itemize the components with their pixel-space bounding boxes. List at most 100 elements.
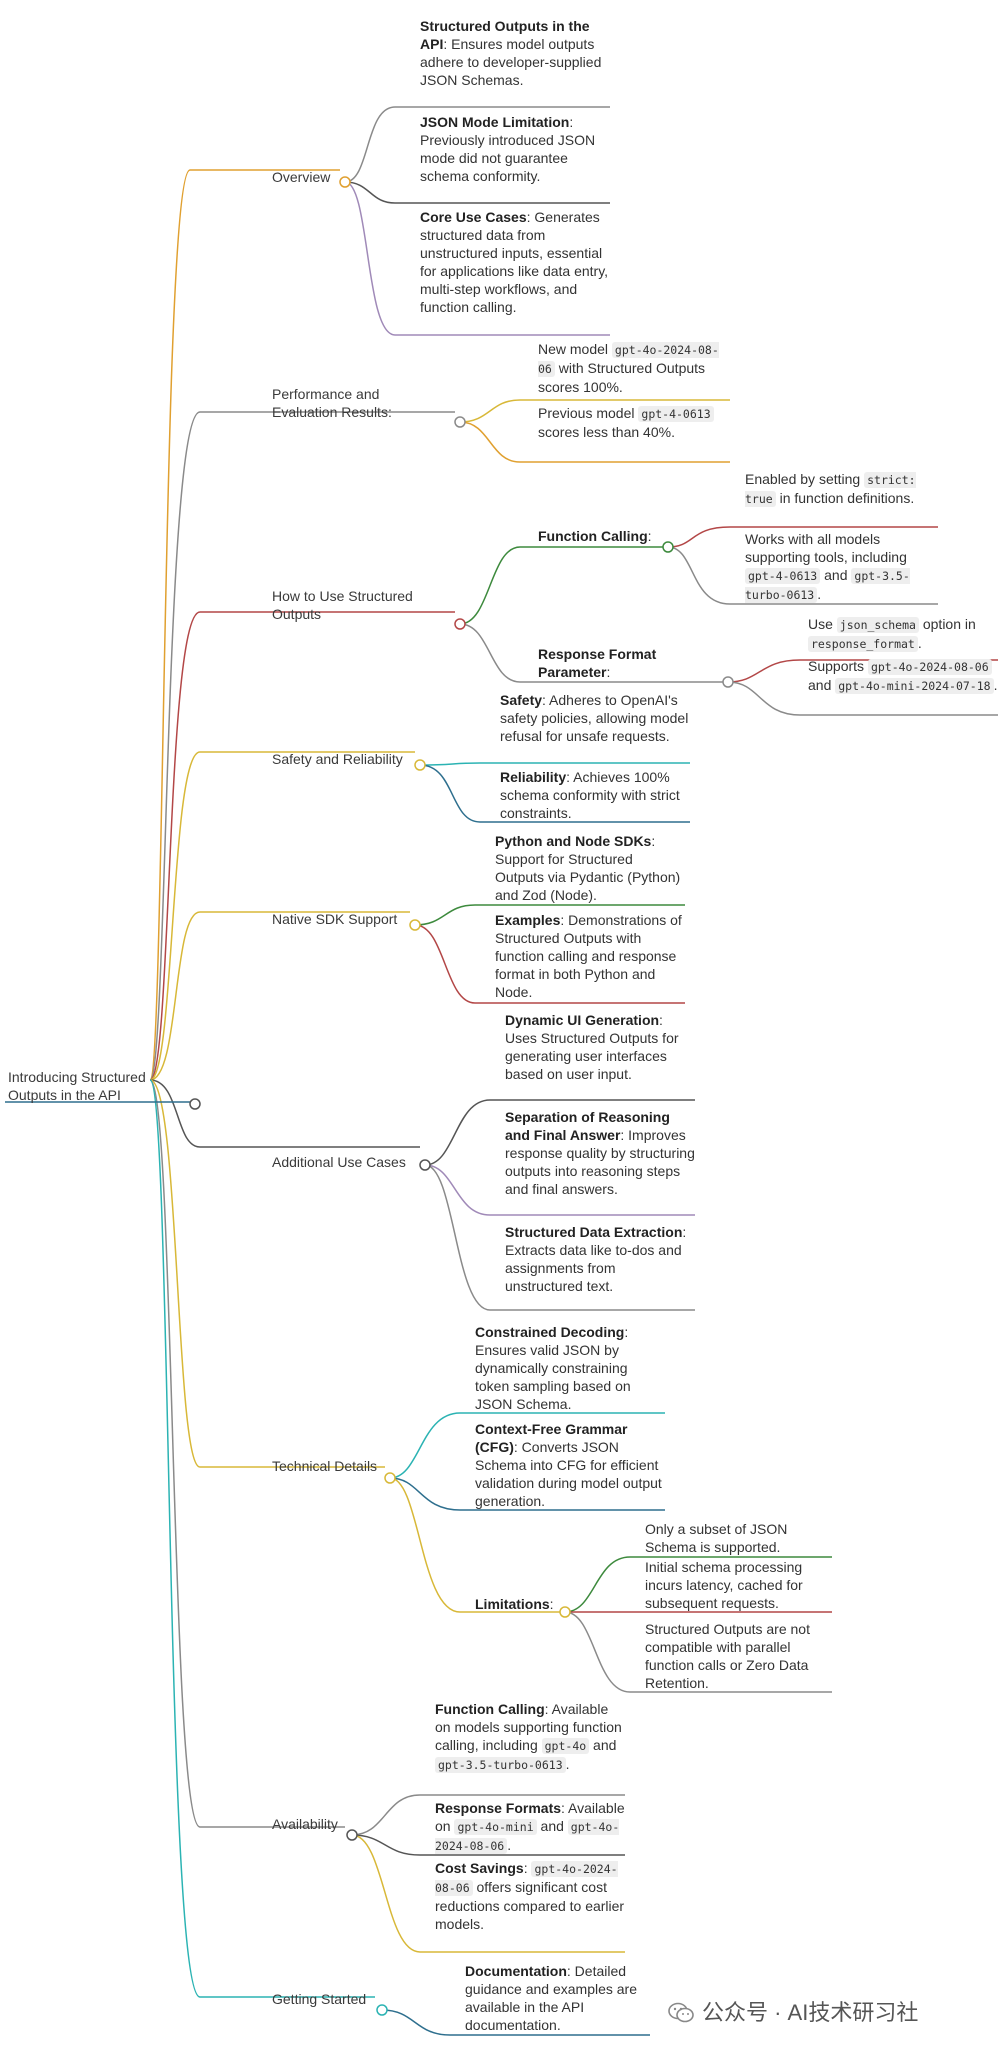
edge-add-2	[424, 1164, 695, 1216]
node-dot-rf	[722, 676, 734, 688]
leaf-title: Structured Outputs in the API	[420, 18, 590, 52]
branch-availability: Availability	[272, 1816, 338, 1832]
edge-rf-1	[727, 659, 998, 683]
subnode-function-calling: Function Calling:	[538, 528, 652, 544]
leaf-overview-core-use-cases: Core Use Cases: Generates structured dat…	[420, 208, 610, 316]
node-dot-getting-started	[376, 2004, 388, 2016]
leaf-title: Constrained Decoding	[475, 1324, 625, 1340]
node-dot-sdk	[409, 919, 421, 931]
edge-overview-2	[344, 181, 610, 204]
leaf-text: :	[523, 1860, 532, 1876]
edge-lim-3	[564, 1611, 832, 1693]
wechat-icon	[668, 2002, 694, 2024]
leaf-text: : Previously introduced JSON mode did no…	[420, 114, 596, 184]
leaf-perf-previous-model: Previous model gpt-4-0613 scores less th…	[538, 404, 728, 441]
leaf-text: : Support for Structured Outputs via Pyd…	[495, 833, 681, 903]
model-code: json_schema	[836, 617, 919, 633]
leaf-fc-models: Works with all models supporting tools, …	[745, 530, 935, 604]
leaf-overview-json-mode: JSON Mode Limitation: Previously introdu…	[420, 113, 610, 185]
leaf-av-response-formats: Response Formats: Available on gpt-4o-mi…	[435, 1799, 625, 1855]
node-dot-performance	[454, 416, 466, 428]
leaf-text: : Demonstrations of Structured Outputs w…	[495, 912, 682, 1000]
leaf-text: .	[993, 677, 998, 693]
leaf-text: : Adheres to OpenAI's safety policies, a…	[500, 692, 689, 744]
edge-root-howto	[149, 611, 455, 1081]
edge-howto-rf	[459, 623, 725, 683]
edge-root-technical	[149, 1079, 385, 1468]
leaf-limit-parallel: Structured Outputs are not compatible wi…	[645, 1621, 810, 1691]
edge-av-3	[351, 1834, 625, 1953]
watermark-text: 公众号 · AI技术研习社	[702, 2000, 919, 2025]
leaf-text: : Improves response quality by structuri…	[505, 1127, 695, 1197]
node-dot-howto	[454, 618, 466, 630]
subnode-response-format: Response Format Parameter:	[538, 646, 657, 680]
leaf-text: .	[917, 635, 922, 651]
leaf-text: : Converts JSON Schema into CFG for effi…	[475, 1439, 662, 1509]
edge-root-performance	[149, 411, 455, 1081]
leaf-perf-new-model: New model gpt-4o-2024-08-06 with Structu…	[538, 340, 728, 396]
node-dot-fc	[662, 541, 674, 553]
edge-overview-1	[344, 106, 610, 183]
watermark: 公众号 · AI技术研习社	[668, 1995, 918, 2027]
branch-getting-started: Getting Started	[272, 1991, 367, 2007]
leaf-separation-reasoning: Separation of Reasoning and Final Answer…	[505, 1108, 695, 1198]
leaf-text: Enabled by setting	[745, 471, 865, 487]
branch-safety: Safety and Reliability	[272, 751, 403, 767]
edge-av-1	[351, 1794, 625, 1836]
leaf-text: : Ensures valid JSON by dynamically cons…	[475, 1324, 631, 1412]
leaf-title: Separation of Reasoning and Final Answer	[505, 1109, 670, 1143]
edge-add-1	[424, 1099, 695, 1166]
model-code: response_format	[808, 636, 918, 652]
leaf-av-cost-savings: Cost Savings: gpt-4o-2024-08-06 offers s…	[435, 1859, 625, 1933]
leaf-text: : Available on models supporting functio…	[435, 1701, 622, 1753]
leaf-text: Use	[808, 616, 837, 632]
leaf-sdk-examples: Examples: Demonstrations of Structured O…	[495, 911, 685, 1001]
edge-root-availability	[149, 1079, 345, 1828]
subnode-title: Response Format Parameter	[538, 646, 657, 680]
edge-root-safety	[149, 751, 415, 1081]
node-dot-overview	[339, 176, 351, 188]
leaf-cfg: Context-Free Grammar (CFG): Converts JSO…	[475, 1420, 665, 1510]
edge-safety-1	[419, 762, 690, 766]
branch-performance: Performance and Evaluation Results:	[272, 386, 392, 420]
leaf-text: in function definitions.	[775, 490, 915, 506]
root-node: Introducing Structured Outputs in the AP…	[8, 1069, 146, 1103]
leaf-text: .	[507, 1837, 512, 1853]
edge-fc-2	[667, 546, 938, 605]
leaf-title: Reliability	[500, 769, 567, 785]
leaf-limit-latency: Initial schema processing incurs latency…	[645, 1559, 803, 1611]
edge-perf-1	[459, 399, 730, 423]
leaf-text: and	[589, 1737, 617, 1753]
leaf-av-function-calling: Function Calling: Available on models su…	[435, 1700, 625, 1774]
branch-additional: Additional Use Cases	[272, 1154, 406, 1170]
node-dot-root	[189, 1098, 201, 1110]
leaf-structured-extraction: Structured Data Extraction: Extracts dat…	[505, 1223, 695, 1295]
leaf-title: Documentation	[465, 1963, 567, 1979]
edge-howto-fc	[459, 546, 665, 625]
branch-sdk: Native SDK Support	[272, 911, 398, 927]
leaf-safety: Safety: Adheres to OpenAI's safety polic…	[500, 691, 690, 745]
leaf-text: Previous model	[538, 405, 639, 421]
subnode-limitations: Limitations:	[475, 1596, 554, 1612]
leaf-title: Core Use Cases	[420, 209, 527, 225]
edge-tech-lim	[389, 1477, 560, 1613]
edge-root-getting-started	[149, 1079, 375, 1998]
leaf-limit-subset: Only a subset of JSON Schema is supporte…	[645, 1521, 788, 1555]
edge-perf-2	[459, 421, 730, 463]
leaf-text: with Structured Outputs scores 100%.	[538, 360, 706, 395]
subnode-title: Function Calling	[538, 528, 648, 544]
leaf-overview-structured-outputs: Structured Outputs in the API: Ensures m…	[420, 17, 610, 89]
leaf-text: and	[820, 567, 852, 583]
leaf-text: and	[536, 1818, 568, 1834]
leaf-text: option in	[918, 616, 976, 632]
model-code: gpt-4o	[541, 1738, 590, 1754]
leaf-title: Examples	[495, 912, 561, 928]
leaf-text: and	[808, 677, 836, 693]
node-dot-availability	[346, 1829, 358, 1841]
leaf-documentation: Documentation: Detailed guidance and exa…	[465, 1962, 655, 2034]
branch-howto: How to Use Structured Outputs	[272, 588, 413, 622]
leaf-text: : Uses Structured Outputs for generating…	[505, 1012, 679, 1082]
leaf-text: : Available on	[435, 1800, 625, 1834]
leaf-rf-json-schema: Use json_schema option in response_forma…	[808, 615, 998, 653]
